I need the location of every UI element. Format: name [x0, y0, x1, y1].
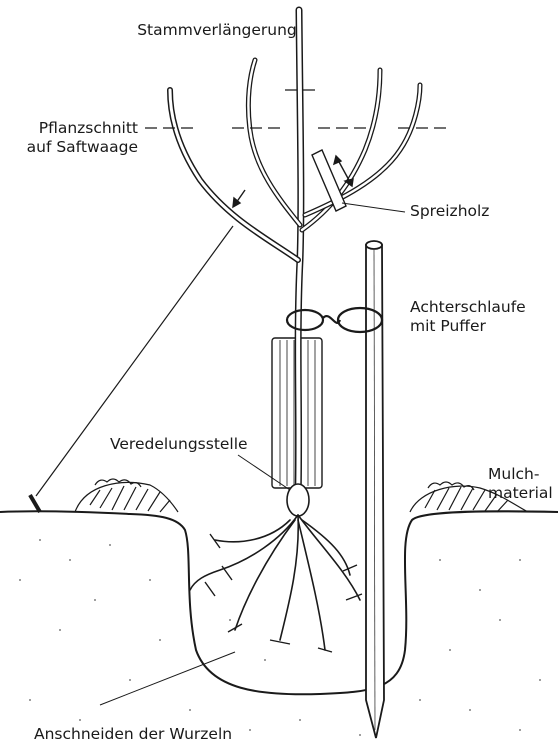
- leader-spreader: [342, 203, 405, 212]
- label-root-pruning: Anschneiden der Wurzeln: [34, 725, 232, 744]
- leader-roots: [100, 652, 235, 705]
- guy-wire: [30, 226, 233, 512]
- graft-union-bulge: [287, 484, 309, 516]
- label-trunk-extension: Stammverlängerung: [112, 21, 322, 40]
- planting-pit: [0, 511, 558, 694]
- label-pruning-line2: auf Saftwaage: [0, 138, 138, 157]
- roots: [190, 515, 360, 650]
- leader-lines: [100, 203, 405, 705]
- label-graft-union: Veredelungsstelle: [110, 435, 248, 454]
- label-figure-eight-line2: mit Puffer: [410, 317, 526, 336]
- label-pruning-line1: Pflanzschnitt: [0, 119, 138, 138]
- label-mulch-line1: Mulch-: [488, 465, 553, 484]
- label-spreader: Spreizholz: [410, 202, 489, 221]
- label-figure-eight: Achterschlaufe mit Puffer: [410, 298, 526, 336]
- label-pruning: Pflanzschnitt auf Saftwaage: [0, 119, 138, 157]
- spreader-arrow: [334, 156, 353, 186]
- mulch-mound-left: [75, 479, 178, 512]
- label-mulch-line2: material: [488, 484, 553, 503]
- label-figure-eight-line1: Achterschlaufe: [410, 298, 526, 317]
- label-mulch: Mulch- material: [488, 465, 553, 503]
- bend-arrow: [233, 190, 245, 207]
